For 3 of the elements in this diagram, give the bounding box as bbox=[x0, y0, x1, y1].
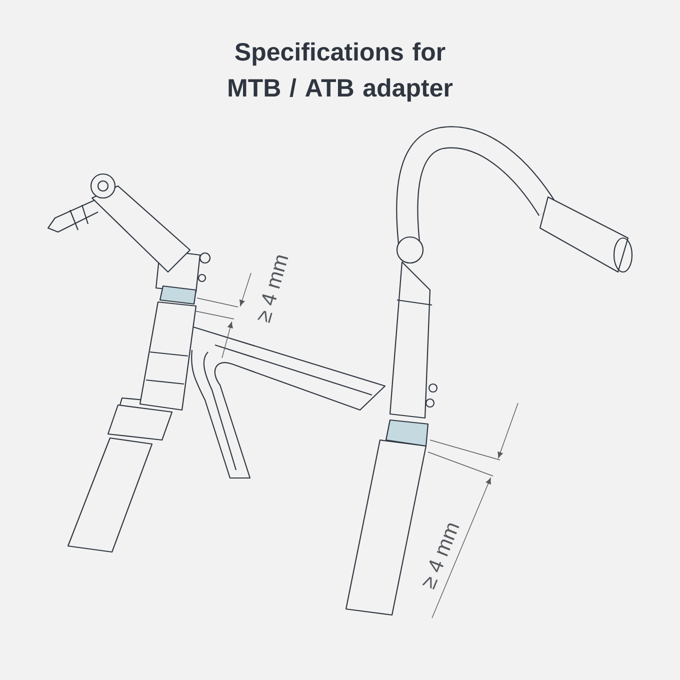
dimension-label: ≥ 4 mm bbox=[422, 523, 460, 590]
dimension-label: ≥ 4 mm bbox=[257, 255, 288, 323]
title: Specifications for MTB / ATB adapter bbox=[228, 42, 453, 102]
